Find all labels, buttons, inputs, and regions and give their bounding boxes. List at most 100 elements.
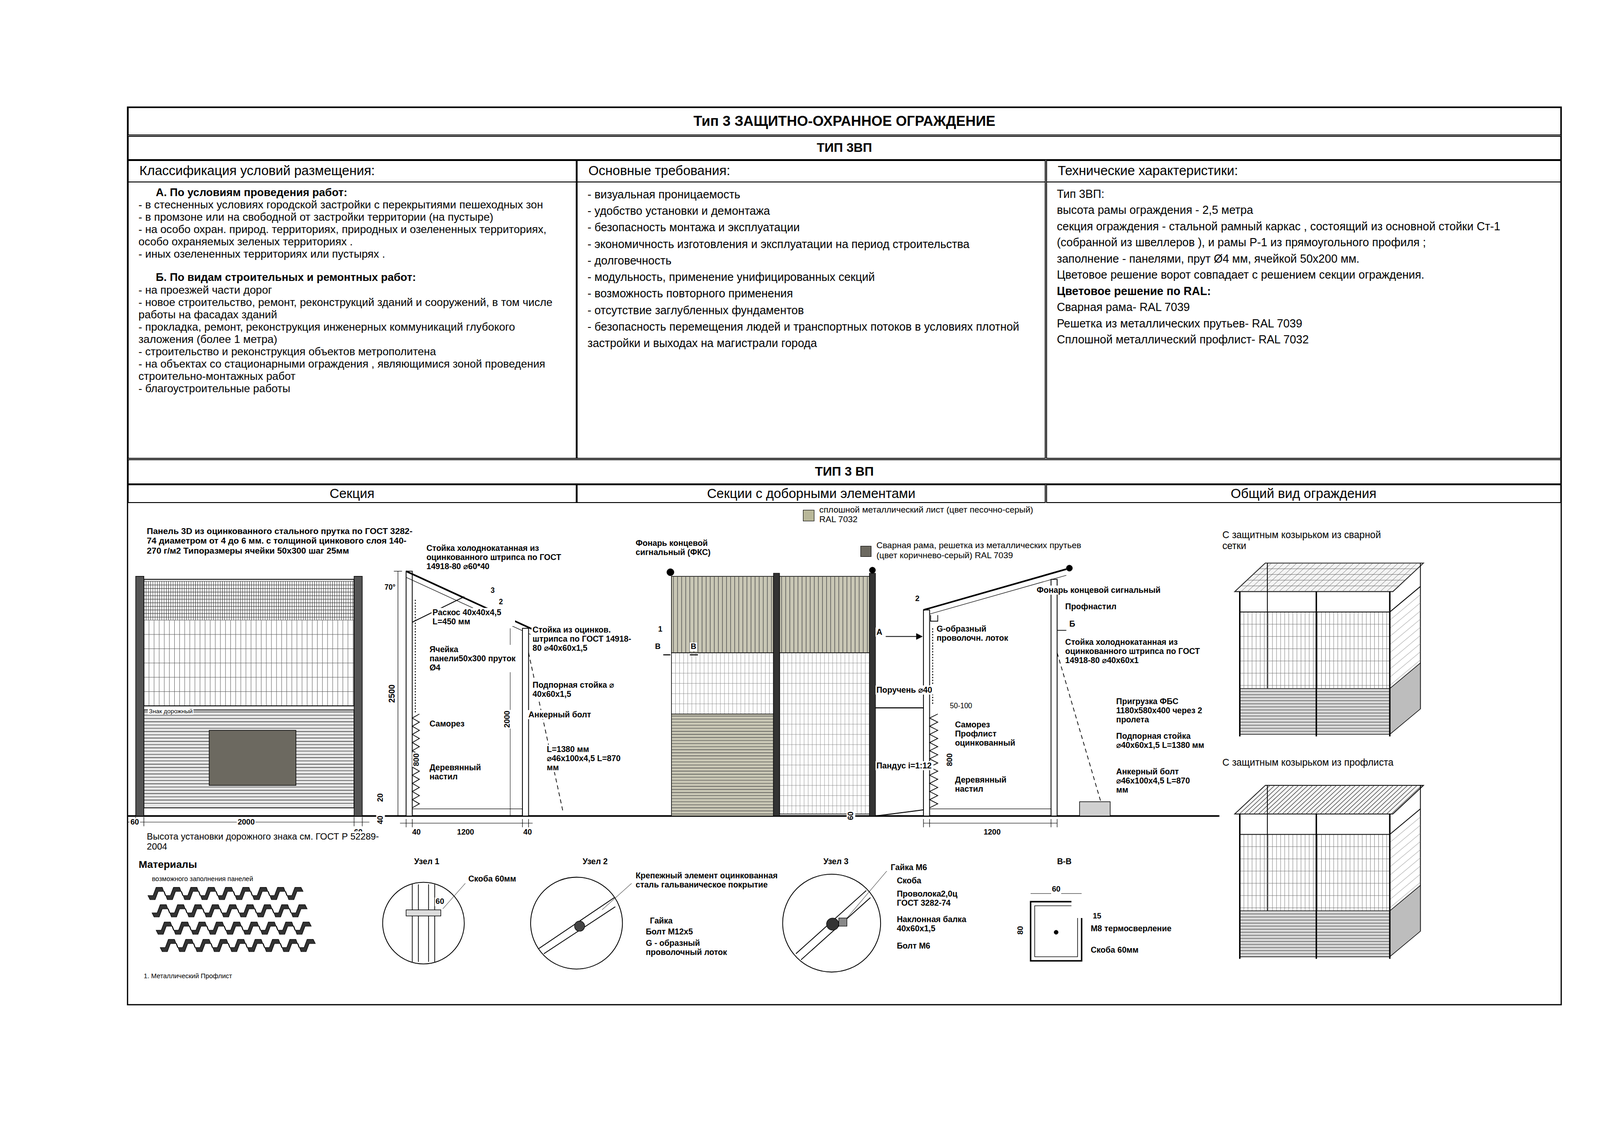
specs-cell: Технические характеристики:Тип 3ВП:высот… bbox=[1046, 160, 1562, 459]
section-mark: В bbox=[654, 642, 662, 652]
mesh-dense bbox=[143, 581, 353, 621]
dimension-label: 40 bbox=[411, 828, 422, 838]
dimension-label: 40 bbox=[522, 828, 533, 838]
profile-corrugation bbox=[1239, 688, 1390, 735]
post bbox=[1051, 579, 1058, 817]
post bbox=[1315, 591, 1318, 737]
cell-text: высота рамы ограждения - 2,5 метра bbox=[1047, 202, 1561, 219]
section-mark: В bbox=[689, 642, 698, 652]
callout-label: Крепежный элемент оцинкованная сталь гал… bbox=[634, 871, 795, 890]
legend-swatch bbox=[802, 510, 815, 522]
callout-label: Раскос 40х40х4,5 L=450 мм bbox=[431, 608, 516, 627]
callout-label: G - образный проволочный лоток bbox=[645, 938, 750, 958]
dimension-tick bbox=[522, 819, 523, 828]
profile-sheet-sample bbox=[151, 905, 308, 918]
dimension-line bbox=[923, 823, 1058, 824]
callout-label: Гайка М6 bbox=[889, 863, 928, 873]
post bbox=[1239, 591, 1241, 737]
callout-label: Стойка холоднокатанная из оцинкованного … bbox=[425, 543, 566, 572]
callout-label: Скоба 60мм bbox=[1089, 945, 1140, 955]
frame-rail bbox=[1239, 834, 1390, 836]
post-wall bbox=[428, 884, 430, 963]
post bbox=[869, 573, 876, 817]
dimension-label: 1200 bbox=[982, 828, 1002, 838]
dimension-label: 1200 bbox=[456, 828, 475, 838]
dimension-label: 20 bbox=[376, 792, 386, 804]
callout-label: Ячейка панели50х300 пруток Ø4 bbox=[428, 645, 517, 673]
cell-text: - отсутствие заглубленных фундаментов bbox=[577, 302, 1046, 319]
detail-circle bbox=[782, 874, 881, 973]
mesh-panel bbox=[1239, 612, 1390, 686]
dimension-label: 80 bbox=[1016, 925, 1025, 936]
dimension-label: 60 bbox=[434, 897, 446, 907]
post bbox=[1266, 563, 1268, 710]
support-strut bbox=[528, 652, 564, 814]
column-heading: Основные требования: bbox=[577, 161, 1046, 183]
conditions-cell: Классификация условий размещения:А. По у… bbox=[127, 160, 577, 459]
arrow-head bbox=[916, 633, 923, 640]
mesh-panel bbox=[1239, 834, 1390, 909]
mesh-panel bbox=[1239, 612, 1387, 689]
cell-text: секция ограждения - стальной рамный карк… bbox=[1047, 218, 1561, 251]
note-text: 1. Металлический Профлист bbox=[142, 972, 234, 980]
dimension-label: 60 bbox=[1051, 885, 1062, 895]
detail-title: В-В bbox=[1056, 857, 1073, 867]
callout-label: Анкерный болт bbox=[527, 710, 592, 720]
dimension-tick bbox=[528, 819, 529, 828]
callout-label: Подпорная стойка ⌀40х60х1,5 L=1380 мм bbox=[1115, 731, 1215, 751]
beam-edge bbox=[538, 897, 615, 949]
dimension-label: 800 bbox=[411, 752, 421, 768]
profile-sheet-side bbox=[1389, 663, 1421, 735]
note-text: возможного заполнения панелей bbox=[151, 875, 255, 883]
leader-line bbox=[442, 883, 466, 910]
cell-text: Тип 3ВП: bbox=[1047, 186, 1561, 203]
cell-text: - в стесненных условиях городской застро… bbox=[128, 198, 576, 211]
cell-text: - в промзоне или на свободной от застрой… bbox=[128, 210, 576, 224]
dimension-tick bbox=[1050, 819, 1052, 828]
cell-text: - строительство и реконструкция объектов… bbox=[128, 345, 576, 358]
angle-label: 70° bbox=[383, 583, 397, 592]
legend-swatch bbox=[860, 546, 872, 558]
callout-label: Стойка из оцинков. штрипса по ГОСТ 14918… bbox=[531, 625, 634, 653]
column-header: Общий вид ограждения bbox=[1046, 484, 1562, 503]
profile-corrugation bbox=[143, 712, 355, 804]
cell-text: - новое строительство, ремонт, реконстру… bbox=[128, 296, 576, 321]
section-arrow bbox=[1057, 630, 1067, 631]
callout-label: Скоба 60мм bbox=[467, 874, 517, 884]
bolt bbox=[574, 921, 585, 932]
dimension-label: 60 bbox=[129, 818, 141, 828]
callout-number: 3 bbox=[489, 586, 496, 595]
band-text: ТИП 3 ВП bbox=[814, 464, 874, 480]
mesh-dense bbox=[143, 581, 355, 618]
wire-tray bbox=[930, 615, 939, 622]
mesh-frame bbox=[143, 579, 355, 706]
cell-text: Решетка из металлических прутьев- RAL 70… bbox=[1047, 315, 1561, 333]
profile-section bbox=[1030, 901, 1082, 962]
wood-deck bbox=[412, 809, 523, 817]
callout-label: Деревянный настил bbox=[428, 763, 504, 782]
dimension-tick bbox=[393, 571, 402, 572]
dimension-label: 40 bbox=[376, 815, 386, 826]
nut bbox=[838, 918, 847, 927]
callout-label: Пандус i=1:12 bbox=[875, 761, 934, 771]
callout-label: Фонарь концевой сигнальный (ФКС) bbox=[634, 538, 734, 558]
type-band: ТИП 3ВП bbox=[127, 135, 1562, 161]
signal-lamp bbox=[667, 568, 675, 577]
band-text: Общий вид ограждения bbox=[1230, 486, 1377, 502]
profile-corrugation bbox=[671, 716, 774, 815]
callout-label: Саморез Профлист оцинкованный bbox=[953, 720, 1030, 748]
callout-label: Профнастил bbox=[1064, 602, 1118, 612]
detail-circle bbox=[530, 877, 623, 970]
mesh-panel-side bbox=[414, 599, 416, 715]
dimension-tick bbox=[361, 817, 363, 827]
cell-text: - возможность повторного применения bbox=[577, 285, 1046, 302]
section-mark-line bbox=[689, 654, 699, 656]
profile-sheet bbox=[671, 714, 774, 817]
profile-corrugation bbox=[673, 576, 772, 654]
cell-text: А. По условиям проведения работ: bbox=[128, 186, 576, 199]
section-arrow bbox=[885, 636, 917, 638]
canopy-mesh bbox=[1234, 563, 1424, 593]
title-text: Тип 3 ЗАЩИТНО-ОХРАННОЕ ОГРАЖДЕНИЕ bbox=[693, 113, 996, 130]
dimension-line bbox=[397, 571, 399, 817]
profile-sheet-sample bbox=[156, 922, 312, 935]
